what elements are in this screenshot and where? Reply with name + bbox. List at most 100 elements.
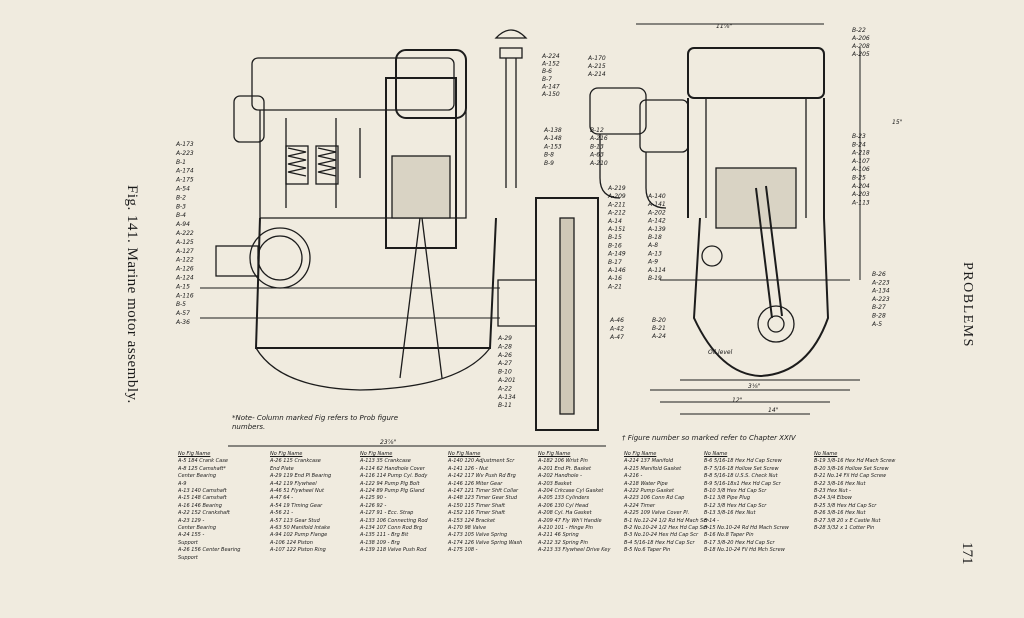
callout-left-17: A-116 xyxy=(175,292,194,299)
callout-frmid-1: B-24 xyxy=(852,141,866,148)
callout-mida-0: A-138 xyxy=(543,127,562,134)
callout-lower-8: B-11 xyxy=(498,402,512,409)
callout-lower-2: A-26 xyxy=(497,352,512,359)
table-row: A-56 21 - xyxy=(270,510,294,517)
table-row: A-23 129 - xyxy=(178,517,205,524)
callout-left-11: A-125 xyxy=(175,239,194,246)
callout-center-10: A-146 xyxy=(607,267,626,274)
callout-frmid-0: B-23 xyxy=(852,133,866,140)
table-row: A-124 89 Pump Plg Gland xyxy=(360,488,425,495)
callout-left-10: A-222 xyxy=(175,230,194,237)
table-row: A-147 121 Timer Shft Collar xyxy=(448,488,519,495)
table-row: A-204 Crkcase Cyl Gasket xyxy=(538,488,604,495)
table-row: A-116 114 Pump Cyl. Body xyxy=(360,473,428,480)
table-row: A-47 64 - xyxy=(270,495,294,502)
callout-dimbl-0: 23⅞" xyxy=(380,439,396,446)
table-row: B-6 5/16-18 Hex Hd Cap Screw xyxy=(704,458,782,465)
callout-frmid-8: A-113 xyxy=(851,199,870,206)
callout-center-4: A-14 xyxy=(607,218,622,225)
table-row: B-17 3/8-20 Hex Hd Cap Scr xyxy=(704,539,775,546)
callout-dim12-0: 12" xyxy=(732,397,743,404)
callout-frlow-2: A-134 xyxy=(871,288,890,295)
callout-centerr-10: B-19 xyxy=(648,275,662,282)
callout-coupling-1: A-42 xyxy=(609,325,624,332)
table-row: B-13 3/8-16 Hex Nut xyxy=(704,510,756,517)
callout-lower-1: A-28 xyxy=(497,343,512,350)
callout-centerr-7: A-13 xyxy=(647,250,662,257)
callout-left-6: B-2 xyxy=(176,194,186,201)
callout-rtop-1: A-215 xyxy=(587,63,606,70)
callout-left-5: A-54 xyxy=(175,186,190,193)
callout-left-19: A-57 xyxy=(175,310,190,317)
callout-base-0: B-20 xyxy=(652,317,666,324)
table-header: No Fig Name xyxy=(538,451,571,457)
callout-left-18: B-5 xyxy=(176,301,186,308)
table-row: A-150 115 Timer Shaft xyxy=(448,502,506,509)
callout-coupling-2: A-47 xyxy=(609,334,624,341)
table-row: B-24 3/4 Elbow xyxy=(814,495,852,502)
table-row: A-94 102 Pump Flange xyxy=(270,532,328,539)
table-row: A-57 113 Gear Stud xyxy=(270,517,320,524)
table-row: A-46 51 Flywheel Nut xyxy=(270,488,324,495)
table-row: A-138 109 - Brg xyxy=(360,539,400,546)
table-row: A-114 62 Handhole Cover xyxy=(360,465,425,472)
table-row: B-23 Hex Nut - xyxy=(814,488,851,495)
callout-lower-4: B-10 xyxy=(498,369,512,376)
callout-center-8: A-149 xyxy=(607,251,626,258)
callout-frtop-2: A-208 xyxy=(851,43,870,50)
table-row: A-54 19 Timing Gear xyxy=(270,502,323,509)
page-number: 171 xyxy=(959,542,975,565)
callout-labels: A-173A-223B-1A-174A-175A-54B-2B-3B-4A-94… xyxy=(175,23,903,446)
callout-lower-3: A-27 xyxy=(497,360,512,367)
table-row: A-9 xyxy=(178,480,187,487)
callout-dimtop-0: 11⅞" xyxy=(716,23,732,30)
left-elevation xyxy=(200,29,647,447)
callout-left-3: A-174 xyxy=(175,168,194,175)
table-row: A-107 122 Piston Ring xyxy=(270,547,326,554)
table-row: A-174 126 Valve Spring Wash xyxy=(448,539,523,546)
callout-top-0: A-224 xyxy=(541,53,560,60)
callout-frtop-1: A-206 xyxy=(851,35,870,42)
callout-frmid-3: A-107 xyxy=(851,158,870,165)
table-row: B-28 3/32 x 1 Cotter Pin xyxy=(814,525,875,532)
callout-frmid-4: A-106 xyxy=(851,166,870,173)
callout-center-6: B-15 xyxy=(608,234,622,241)
callout-center-7: B-16 xyxy=(608,242,622,249)
callout-center-5: A-151 xyxy=(607,226,626,233)
callout-mida-2: A-153 xyxy=(543,143,562,150)
table-row: B-12 3/8 Hex Hd Cap Scr xyxy=(704,502,767,509)
callout-frtop-3: A-205 xyxy=(851,51,870,58)
table-row: A-182 106 Wrist Pin xyxy=(538,458,588,465)
table-row: A-122 94 Pump Plg Bolt xyxy=(360,480,420,487)
table-row: Center Bearing xyxy=(178,525,217,532)
table-row: A-8 125 Camshaft* xyxy=(178,465,226,472)
table-row: B-20 3/8-16 Hollow Set Screw xyxy=(814,465,889,472)
callout-top-4: A-147 xyxy=(541,83,560,90)
table-row: A-203 Basket xyxy=(538,480,572,487)
table-row: A-153 124 Bracket xyxy=(448,517,496,524)
table-header: No Fig Name xyxy=(360,451,393,457)
callout-midb-0: B-12 xyxy=(590,127,604,134)
callout-center-1: A-209 xyxy=(607,193,626,200)
callout-lower-7: A-134 xyxy=(497,394,516,401)
table-row: B-10 3/8 Hex Hd Cap Scr xyxy=(704,488,767,495)
table-row: B-27 3/8 20 x E Castle Nut xyxy=(814,517,881,524)
table-row: A-113 35 Crankcase xyxy=(360,458,411,465)
callout-dimside-0: 15" xyxy=(892,119,903,126)
table-row: A-126 92 - xyxy=(360,502,387,509)
table-row: A-141 126 - Nut xyxy=(448,465,489,472)
table-row: A-206 130 Cyl Head xyxy=(538,502,589,509)
table-row: A-146 126 Miter Gear xyxy=(448,480,503,487)
callout-frmid-5: B-25 xyxy=(852,175,866,182)
table-row: B-25 3/8 Hex Hd Cap Scr xyxy=(814,502,877,509)
callout-centerr-2: A-202 xyxy=(647,209,666,216)
table-row: A-218 Water Pipe xyxy=(624,480,668,487)
table-row: A-225 109 Valve Cover Pl. xyxy=(624,510,690,517)
